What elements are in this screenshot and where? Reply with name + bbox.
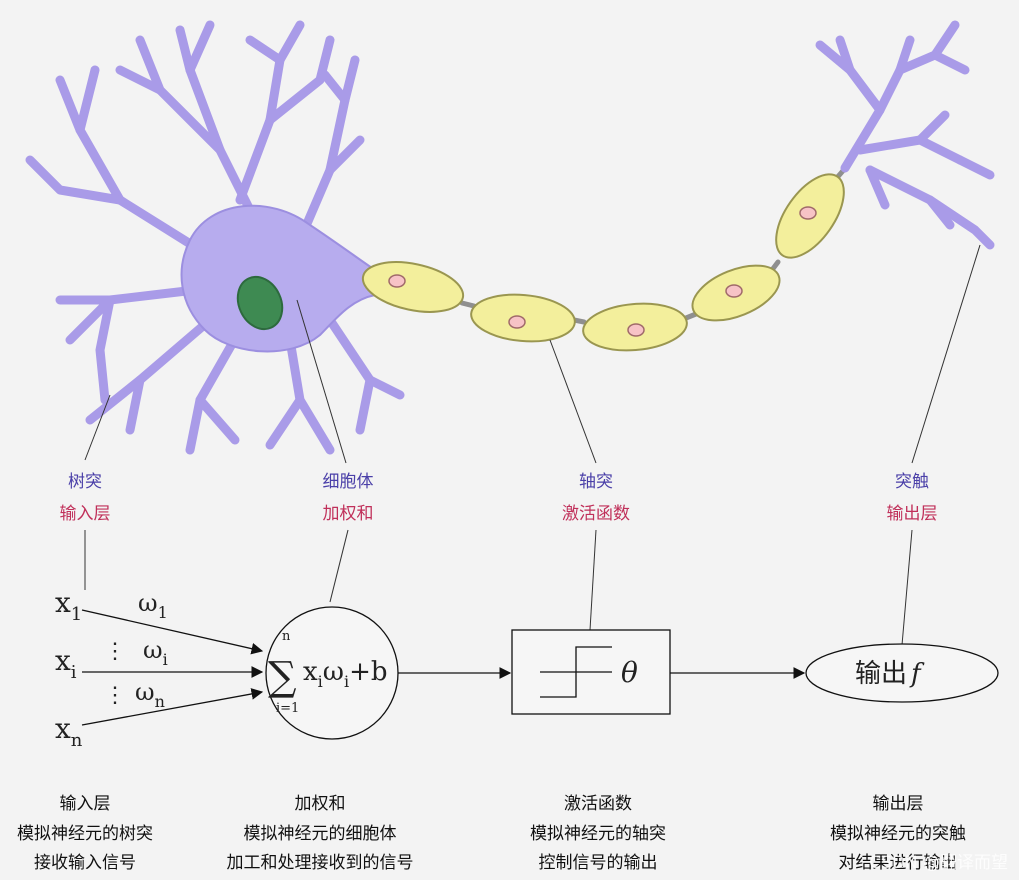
neuron-illustration bbox=[25, 20, 995, 455]
myelin-segment bbox=[361, 261, 465, 313]
output-node bbox=[805, 643, 999, 703]
caption-output: 输出层 模拟神经元的突触 对结果进行输出 bbox=[830, 794, 966, 873]
svg-text:控制信号的输出: 控制信号的输出 bbox=[539, 853, 658, 873]
sum-symbol: ∑ bbox=[268, 654, 297, 700]
axon-terminals bbox=[815, 20, 995, 250]
dendrite-label: 树突 bbox=[68, 472, 102, 492]
captions: 输入层 模拟神经元的树突 接收输入信号 加权和 模拟神经元的细胞体 加工和处理接… bbox=[17, 794, 966, 873]
soma-label: 细胞体 bbox=[323, 472, 374, 492]
component-labels: 树突 输入层 细胞体 加权和 轴突 激活函数 突触 输出层 bbox=[60, 472, 938, 524]
caption-sum: 加权和 模拟神经元的细胞体 加工和处理接收到的信号 bbox=[227, 794, 414, 873]
weight-w1: ω1 bbox=[138, 589, 168, 622]
svg-text:输出层: 输出层 bbox=[873, 794, 924, 814]
svg-text:接收输入信号: 接收输入信号 bbox=[34, 853, 136, 873]
schwann-nuclei bbox=[388, 206, 817, 337]
svg-text:加工和处理接收到的信号: 加工和处理接收到的信号 bbox=[227, 853, 414, 873]
output-layer-label: 输出层 bbox=[887, 504, 938, 524]
sum-lower-limit: i=1 bbox=[276, 701, 299, 716]
svg-text:模拟神经元的突触: 模拟神经元的突触 bbox=[830, 824, 966, 844]
step-function-icon bbox=[540, 646, 612, 698]
weight-wi: ωi bbox=[143, 636, 168, 669]
myelin-sheath bbox=[361, 173, 845, 352]
weight-wn: ωn bbox=[135, 678, 165, 711]
vdots-1: ⋮ bbox=[104, 639, 126, 664]
threshold-theta: θ bbox=[621, 656, 638, 689]
sum-upper-limit: n bbox=[282, 629, 291, 644]
input-arrows bbox=[81, 609, 264, 726]
caption-input: 输入层 模拟神经元的树突 接收输入信号 bbox=[17, 794, 153, 873]
math-model: x1 xi xn ω1 ωi ωn ⋮ ⋮ n ∑ i=1 xiωi+b θ 输… bbox=[55, 586, 999, 751]
svg-text:模拟神经元的轴突: 模拟神经元的轴突 bbox=[530, 824, 666, 844]
svg-text:输入层: 输入层 bbox=[60, 794, 111, 814]
svg-text:激活函数: 激活函数 bbox=[564, 794, 632, 814]
activation-label: 激活函数 bbox=[562, 504, 630, 524]
synapse-label: 突触 bbox=[895, 472, 929, 492]
nucleus bbox=[236, 275, 284, 331]
watermark: CSDN @翻译而望 bbox=[869, 853, 1008, 873]
input-xi: xi bbox=[55, 644, 77, 683]
vdots-2: ⋮ bbox=[104, 683, 126, 708]
caption-activation: 激活函数 模拟神经元的轴突 控制信号的输出 bbox=[530, 794, 666, 873]
weighted-sum-label: 加权和 bbox=[323, 504, 374, 524]
input-x1: x1 bbox=[55, 586, 82, 625]
svg-text:加权和: 加权和 bbox=[295, 794, 346, 814]
svg-text:模拟神经元的细胞体: 模拟神经元的细胞体 bbox=[244, 824, 397, 844]
svg-text:模拟神经元的树突: 模拟神经元的树突 bbox=[17, 824, 153, 844]
input-xn: xn bbox=[55, 712, 83, 751]
sum-expression: xiωi+b bbox=[303, 657, 388, 691]
dendrites bbox=[25, 20, 405, 455]
axon-label: 轴突 bbox=[579, 472, 613, 492]
cell-body bbox=[180, 204, 376, 353]
leader-lines bbox=[84, 244, 981, 646]
input-layer-label: 输入层 bbox=[60, 504, 111, 524]
svg-text:对结果进行输出: 对结果进行输出 bbox=[839, 853, 958, 873]
